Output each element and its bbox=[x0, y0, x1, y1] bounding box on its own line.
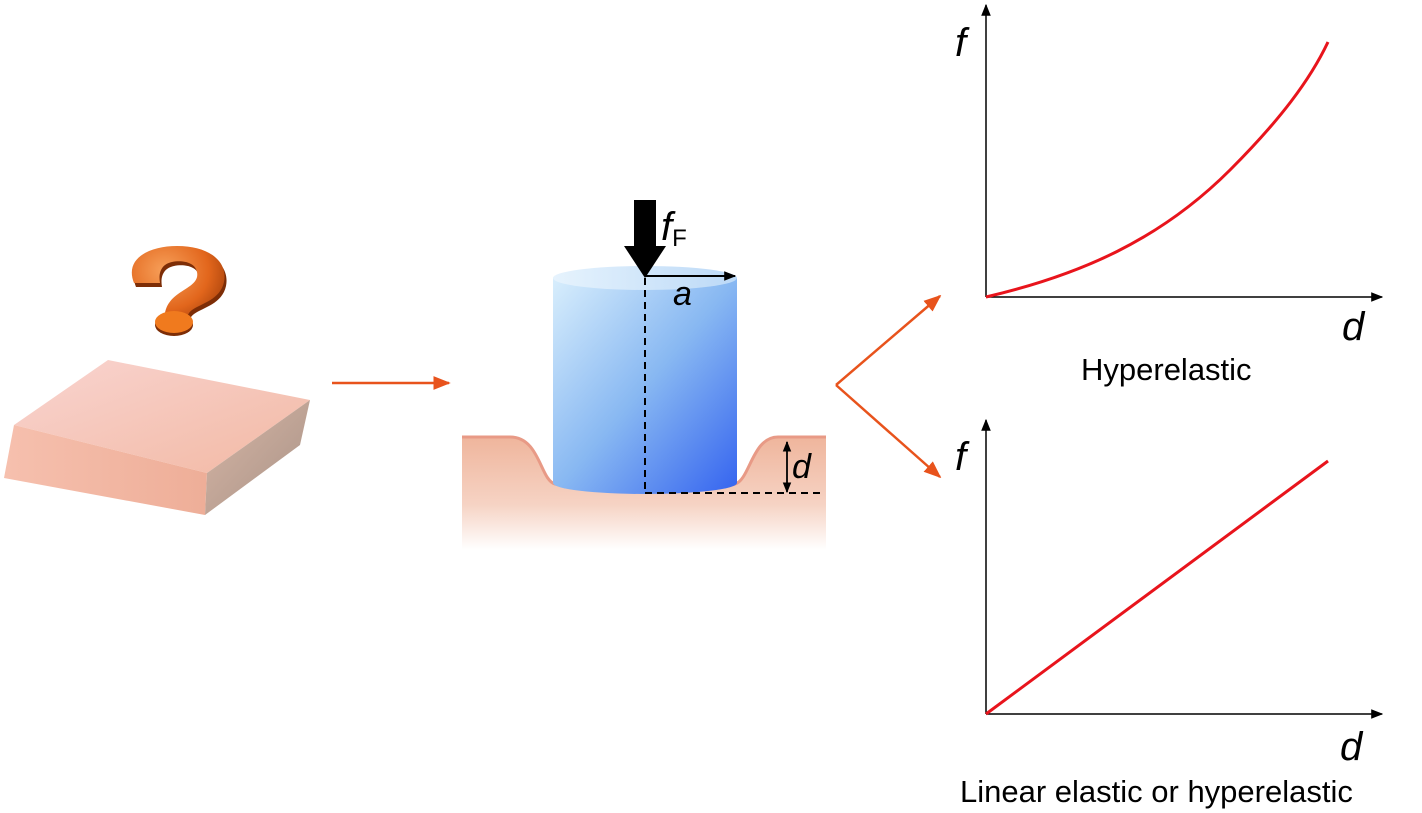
question-mark-icon bbox=[131, 246, 227, 336]
force-label: fF bbox=[661, 205, 687, 252]
flow-arrow-split bbox=[835, 294, 942, 479]
y-axis-label: f bbox=[955, 21, 970, 65]
x-axis-label: d bbox=[1342, 305, 1366, 349]
radius-label: a bbox=[673, 275, 692, 313]
force-depth-curve bbox=[985, 41, 1330, 299]
plot-caption: Linear elastic or hyperelastic bbox=[960, 774, 1353, 809]
y-axis-label: f bbox=[955, 435, 970, 479]
indentation-test: fF a d bbox=[462, 200, 826, 550]
tissue-block bbox=[4, 360, 310, 515]
depth-label: d bbox=[792, 448, 812, 486]
x-axis-label: d bbox=[1340, 725, 1364, 769]
plot-caption: Hyperelastic bbox=[1081, 352, 1252, 387]
force-depth-line bbox=[985, 459, 1329, 716]
force-arrow bbox=[624, 200, 666, 278]
plot-linear: f d Linear elastic or hyperelastic bbox=[955, 418, 1384, 809]
plot-hyperelastic: f d Hyperelastic bbox=[955, 3, 1384, 387]
